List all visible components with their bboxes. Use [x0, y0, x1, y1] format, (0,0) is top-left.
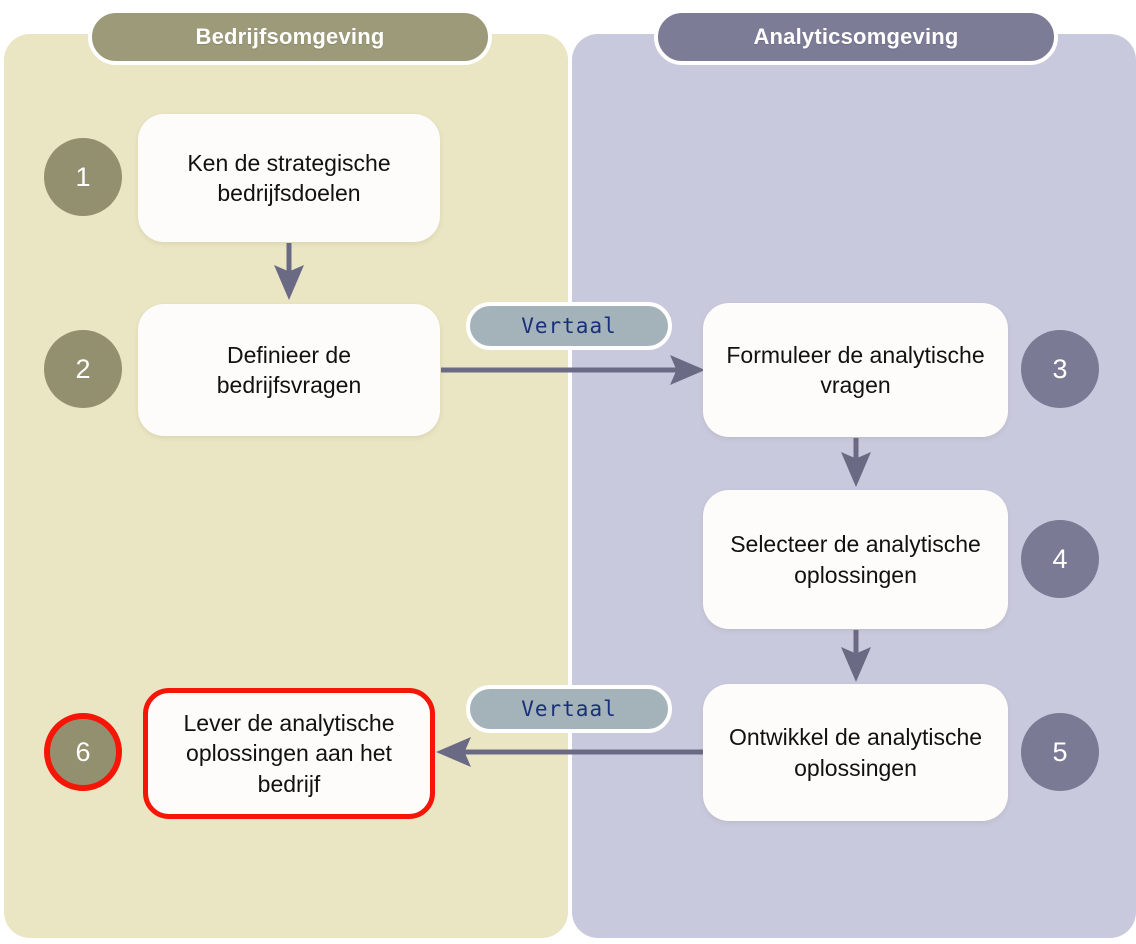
step-box-2[interactable]: Definieer de bedrijfsvragen	[138, 304, 440, 436]
step-badge-6: 6	[44, 713, 122, 791]
step-badge-1: 1	[44, 138, 122, 216]
step-badge-4-number: 4	[1052, 543, 1068, 574]
step-box-3[interactable]: Formuleer de analytische vragen	[703, 303, 1008, 437]
step-badge-3: 3	[1021, 330, 1099, 408]
step-badge-5: 5	[1021, 713, 1099, 791]
step-badge-4: 4	[1021, 520, 1099, 598]
translate-label-2-text: Vertaal	[521, 697, 617, 721]
step-box-3-text: Formuleer de analytische vragen	[726, 341, 985, 398]
step-badge-6-number: 6	[75, 736, 91, 767]
step-box-1-text: Ken de strategische bedrijfsdoelen	[187, 149, 391, 206]
translate-label-business-to-analytics: Vertaal	[466, 302, 672, 350]
step-box-2-text: Definieer de bedrijfsvragen	[216, 341, 362, 398]
lane-header-analytics-label: Analyticsomgeving	[753, 24, 959, 49]
step-box-4-text: Selecteer de analytische oplossingen	[730, 531, 981, 588]
step-box-4[interactable]: Selecteer de analytische oplossingen	[703, 490, 1008, 629]
step-box-6-text: Lever de analytische oplossingen aan het…	[183, 709, 395, 797]
step-badge-5-number: 5	[1052, 736, 1068, 767]
step-badge-3-number: 3	[1052, 353, 1068, 384]
translate-label-analytics-to-business: Vertaal	[466, 685, 672, 733]
step-badge-1-number: 1	[75, 161, 91, 192]
step-badge-2-number: 2	[75, 353, 91, 384]
step-box-5-text: Ontwikkel de analytische oplossingen	[728, 724, 983, 781]
step-box-5[interactable]: Ontwikkel de analytische oplossingen	[703, 684, 1008, 821]
step-badge-2: 2	[44, 330, 122, 408]
lane-header-business-label: Bedrijfsomgeving	[195, 24, 385, 49]
step-box-1[interactable]: Ken de strategische bedrijfsdoelen	[138, 114, 440, 242]
lane-header-business: Bedrijfsomgeving	[88, 9, 492, 65]
step-box-6[interactable]: Lever de analytische oplossingen aan het…	[143, 688, 435, 819]
lane-header-analytics: Analyticsomgeving	[654, 9, 1058, 65]
translate-label-1-text: Vertaal	[521, 314, 617, 338]
